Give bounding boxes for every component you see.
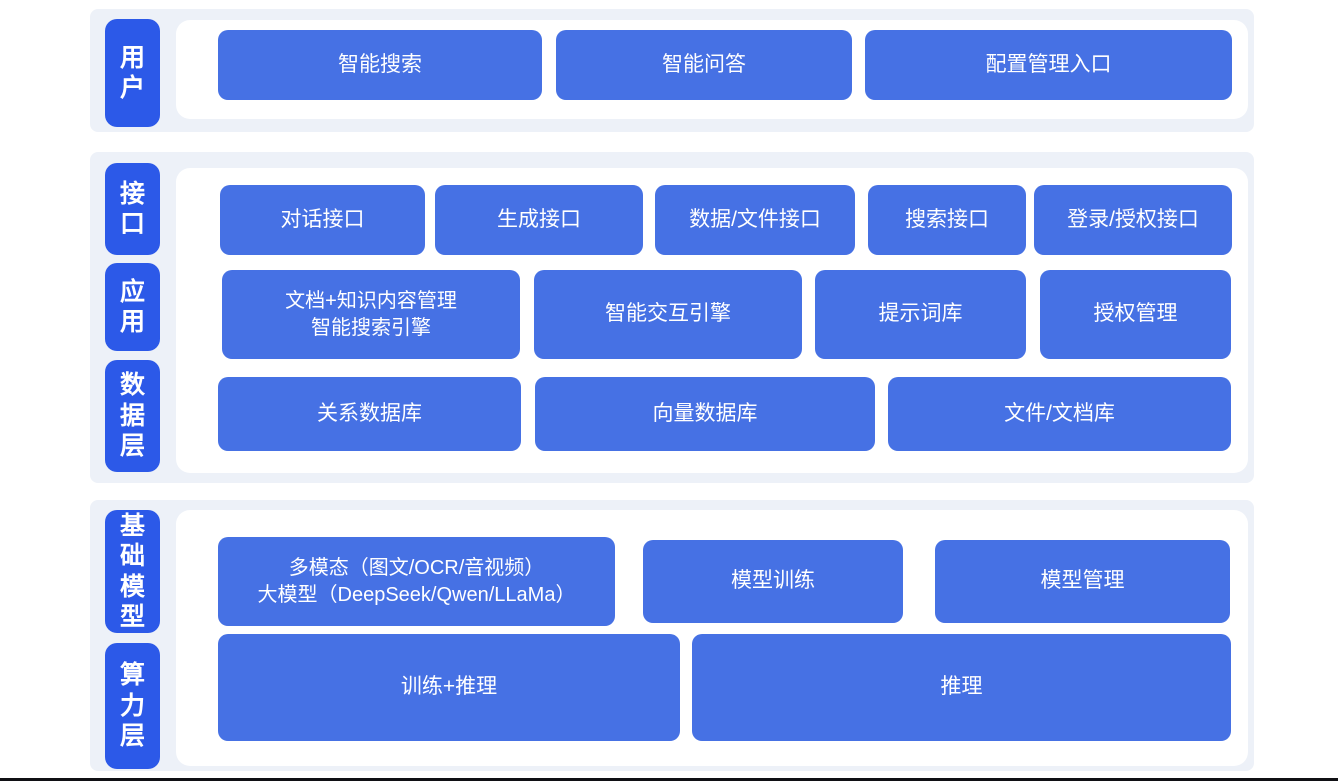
node-prompt-library: 提示词库: [815, 270, 1026, 359]
node-multimodal-llm: 多模态（图文/OCR/音视频） 大模型（DeepSeek/Qwen/LLaMa）: [218, 537, 615, 626]
node-inference-label: 推理: [940, 675, 983, 699]
node-config-entry-label: 配置管理入口: [985, 52, 1112, 76]
node-dialog-api-label: 对话接口: [280, 207, 365, 231]
layer-label-interface: 接口: [105, 163, 160, 255]
node-login-auth-api: 登录/授权接口: [1034, 185, 1232, 255]
node-intelligent-qa-label: 智能问答: [662, 52, 746, 76]
bottom-divider-line: [0, 778, 1338, 781]
layer-label-user-text: 用户: [119, 43, 145, 103]
node-data-file-api: 数据/文件接口: [655, 185, 855, 255]
node-model-management-label: 模型管理: [1040, 569, 1125, 593]
layer-label-base-model-text: 基础模型: [119, 511, 145, 632]
layer-label-compute-text: 算力层: [119, 661, 145, 751]
node-multimodal-llm-line1: 多模态（图文/OCR/音视频）: [288, 556, 545, 579]
node-relational-db-label: 关系数据库: [317, 401, 422, 425]
layer-label-base-model: 基础模型: [105, 510, 160, 633]
node-training-inference-label: 训练+推理: [400, 675, 498, 699]
node-interaction-engine-label: 智能交互引擎: [605, 302, 731, 326]
node-generate-api-label: 生成接口: [497, 207, 581, 231]
node-model-training: 模型训练: [643, 540, 903, 623]
node-doc-knowledge-line1: 文档+知识内容管理: [285, 289, 457, 312]
node-model-management: 模型管理: [935, 540, 1230, 623]
node-model-training-label: 模型训练: [731, 569, 815, 593]
node-doc-knowledge-search-engine: 文档+知识内容管理 智能搜索引擎: [222, 270, 520, 359]
layer-label-compute: 算力层: [105, 643, 160, 769]
node-login-auth-api-label: 登录/授权接口: [1067, 207, 1199, 231]
node-vector-db: 向量数据库: [535, 377, 875, 451]
node-generate-api: 生成接口: [435, 185, 643, 255]
layer-label-data-text: 数据层: [119, 371, 145, 461]
node-training-inference: 训练+推理: [218, 634, 680, 741]
layer-label-interface-text: 接口: [119, 179, 145, 239]
node-vector-db-label: 向量数据库: [652, 401, 758, 425]
node-interaction-engine: 智能交互引擎: [534, 270, 802, 359]
node-file-doc-store: 文件/文档库: [888, 377, 1231, 451]
node-auth-management: 授权管理: [1040, 270, 1231, 359]
node-multimodal-llm-line2: 大模型（DeepSeek/Qwen/LLaMa）: [257, 583, 576, 606]
node-config-entry: 配置管理入口: [865, 30, 1232, 100]
node-intelligent-search: 智能搜索: [218, 30, 542, 100]
node-inference: 推理: [692, 634, 1231, 741]
layer-label-application: 应用: [105, 263, 160, 351]
node-file-doc-store-label: 文件/文档库: [1004, 401, 1115, 425]
node-search-api: 搜索接口: [868, 185, 1026, 255]
layer-label-application-text: 应用: [119, 277, 145, 337]
layer-label-data: 数据层: [105, 360, 160, 472]
node-doc-knowledge-line2: 智能搜索引擎: [311, 316, 431, 339]
node-prompt-library-label: 提示词库: [878, 302, 963, 326]
node-search-api-label: 搜索接口: [905, 207, 989, 231]
node-data-file-api-label: 数据/文件接口: [689, 207, 821, 231]
node-auth-management-label: 授权管理: [1093, 302, 1178, 326]
node-intelligent-search-label: 智能搜索: [338, 52, 422, 76]
node-relational-db: 关系数据库: [218, 377, 521, 451]
node-intelligent-qa: 智能问答: [556, 30, 852, 100]
layer-label-user: 用户: [105, 19, 160, 127]
node-dialog-api: 对话接口: [220, 185, 425, 255]
